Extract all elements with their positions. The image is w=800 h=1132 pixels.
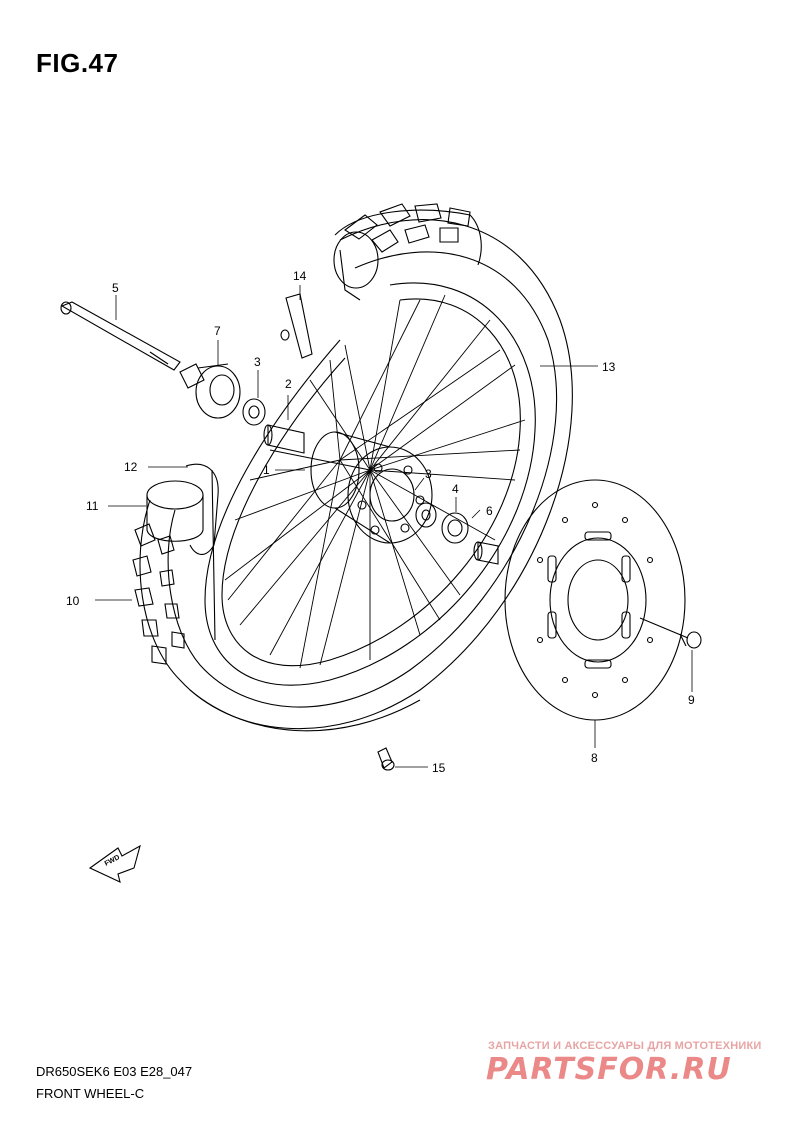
callout-14: 14 bbox=[293, 269, 307, 283]
gearbox-drawing bbox=[179, 363, 241, 419]
tire-drawing bbox=[132, 203, 573, 732]
valve-drawing bbox=[280, 293, 313, 359]
callout-10: 10 bbox=[66, 594, 80, 608]
watermark-logo: PARTSFOR.RU bbox=[486, 1052, 732, 1087]
figure-title: FIG.47 bbox=[36, 48, 119, 78]
bearing-right-drawing bbox=[415, 502, 437, 528]
tube-drawing bbox=[146, 480, 204, 542]
callout-1: 1 bbox=[263, 463, 270, 477]
callout-4: 4 bbox=[452, 482, 459, 496]
callout-12: 12 bbox=[124, 460, 138, 474]
nut-drawing bbox=[377, 747, 395, 771]
spokes-drawing bbox=[224, 294, 526, 669]
axle-drawing bbox=[60, 301, 181, 371]
oil-seal-drawing bbox=[441, 512, 469, 544]
bearing-left-drawing bbox=[242, 398, 266, 426]
callout-6: 6 bbox=[486, 504, 493, 518]
callout-9: 9 bbox=[688, 693, 695, 707]
rim-band-drawing bbox=[185, 463, 219, 555]
callout-15: 15 bbox=[432, 761, 446, 775]
callout-8: 8 bbox=[591, 751, 598, 765]
callout-3-left: 3 bbox=[254, 355, 261, 369]
brake-disc-drawing bbox=[504, 479, 686, 721]
watermark-tagline: ЗАПЧАСТИ И АКСЕССУАРЫ ДЛЯ МОТОТЕХНИКИ bbox=[488, 1040, 762, 1052]
disc-bolt-drawing bbox=[639, 617, 702, 649]
leader-lines bbox=[95, 285, 693, 768]
fwd-arrow-icon bbox=[88, 844, 141, 883]
spacer-drawing bbox=[263, 424, 305, 454]
callout-5: 5 bbox=[112, 281, 119, 295]
model-code: DR650SEK6 E03 E28_047 bbox=[36, 1064, 193, 1079]
callout-11: 11 bbox=[86, 499, 99, 513]
spacer-right-drawing bbox=[473, 541, 499, 565]
section-name: FRONT WHEEL-C bbox=[36, 1086, 145, 1101]
callout-3-right: 3 bbox=[425, 467, 432, 481]
callout-13: 13 bbox=[602, 360, 616, 374]
callout-2: 2 bbox=[285, 377, 292, 391]
callout-7: 7 bbox=[214, 324, 221, 338]
hub-drawing bbox=[310, 431, 433, 544]
